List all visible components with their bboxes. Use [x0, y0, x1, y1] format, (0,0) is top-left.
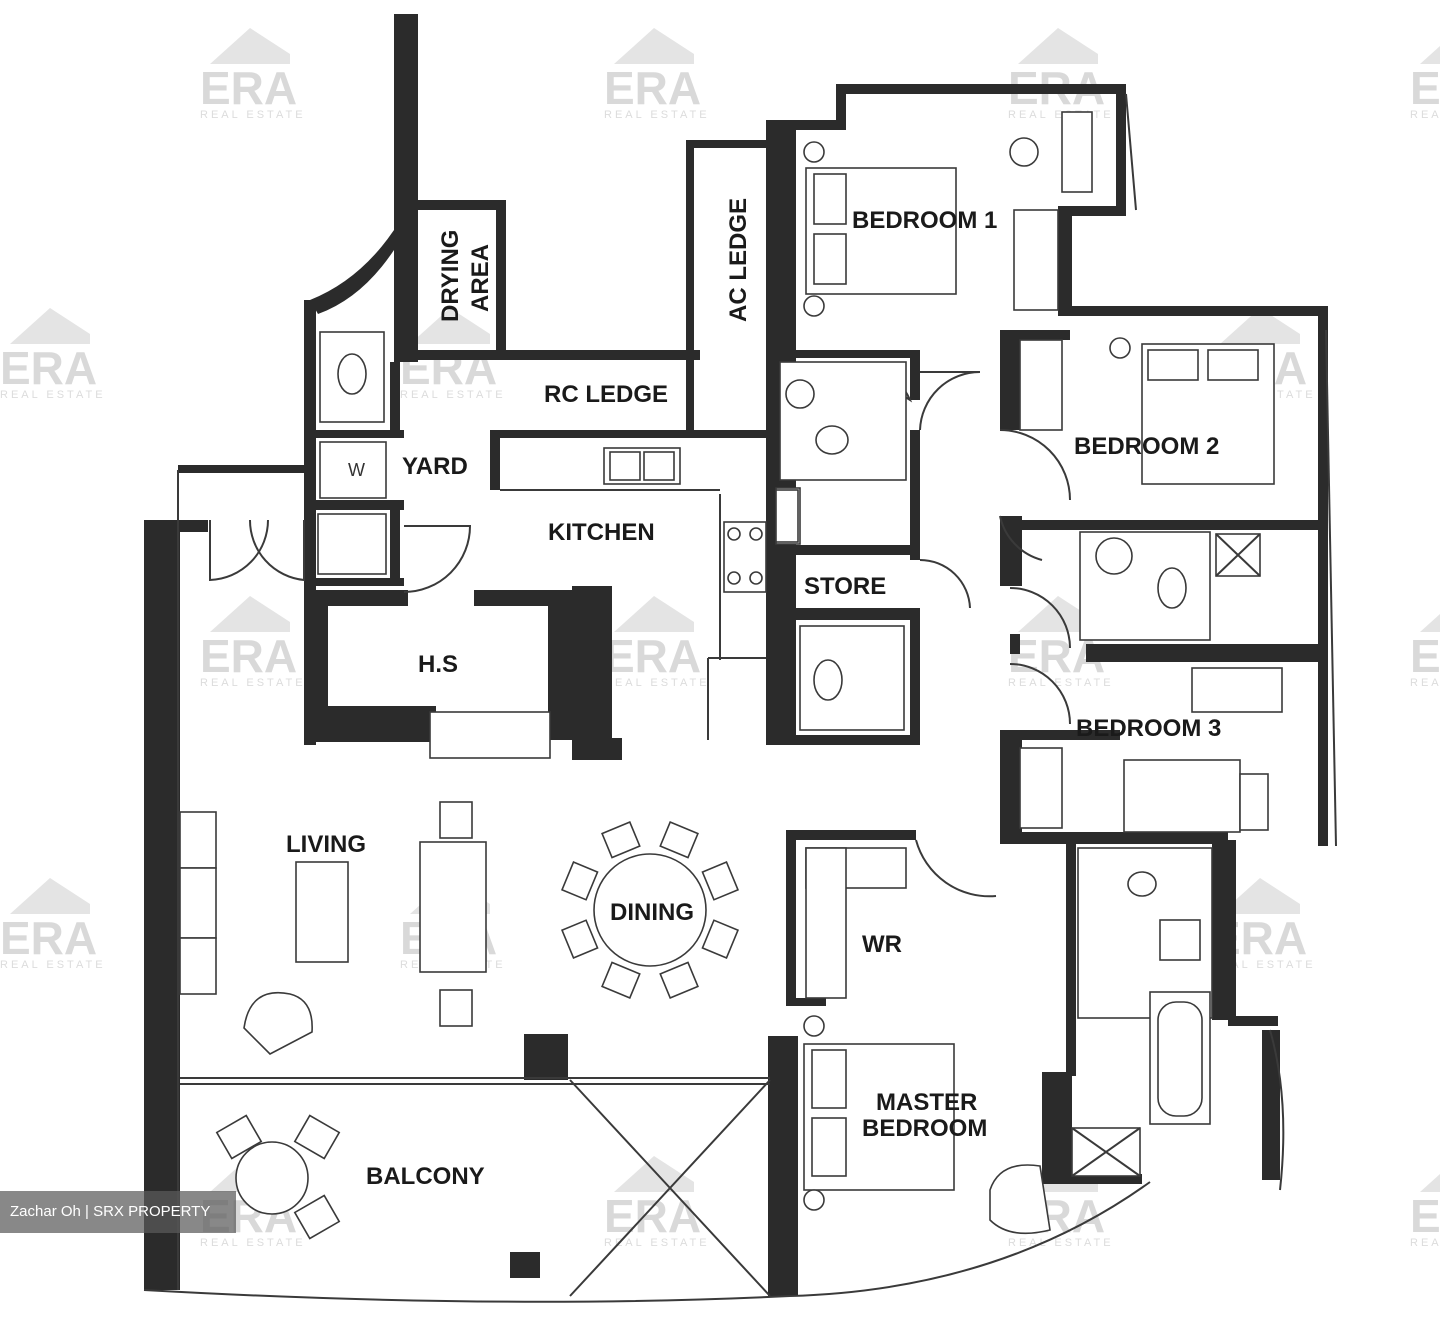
- label-master-bedroom: BEDROOM: [862, 1115, 987, 1142]
- label-hs: H.S: [418, 651, 458, 678]
- label-drying: DRYING: [437, 230, 464, 322]
- era-watermark-subtext: REAL ESTATE: [1410, 677, 1440, 689]
- era-watermark-text: ERA: [0, 342, 97, 394]
- era-watermark-subtext: REAL ESTATE: [1410, 1237, 1440, 1249]
- dining-chair: [560, 861, 599, 901]
- label-washer: W: [348, 460, 365, 480]
- dining-chair: [659, 961, 699, 1000]
- era-watermark-text: ERA: [1410, 1190, 1440, 1242]
- label-kitchen: KITCHEN: [548, 519, 655, 546]
- era-watermark-text: ERA: [604, 1190, 701, 1242]
- era-watermark-subtext: REAL ESTATE: [0, 389, 106, 401]
- era-watermark-subtext: REAL ESTATE: [1008, 109, 1114, 121]
- era-watermark-text: ERA: [604, 630, 701, 682]
- era-watermark-text: ERA: [200, 630, 297, 682]
- era-watermark-subtext: REAL ESTATE: [200, 109, 306, 121]
- label-yard: YARD: [402, 453, 468, 480]
- label-bedroom-1: BEDROOM 1: [852, 207, 997, 234]
- era-watermark-subtext: REAL ESTATE: [200, 677, 306, 689]
- label-store: STORE: [804, 573, 886, 600]
- era-watermark-subtext: REAL ESTATE: [1410, 109, 1440, 121]
- label-balcony: BALCONY: [366, 1163, 485, 1190]
- era-watermark-subtext: REAL ESTATE: [1008, 1237, 1114, 1249]
- era-watermark-subtext: REAL ESTATE: [604, 1237, 710, 1249]
- dining-chair: [701, 861, 740, 901]
- label-bedroom-2: BEDROOM 2: [1074, 433, 1219, 460]
- era-watermark-text: ERA: [1410, 62, 1440, 114]
- era-watermark-subtext: REAL ESTATE: [200, 1237, 306, 1249]
- label-drying-area: AREA: [467, 244, 494, 312]
- dining-chair: [601, 820, 641, 859]
- dining-chair: [701, 919, 740, 959]
- label-bedroom-3: BEDROOM 3: [1076, 715, 1221, 742]
- walls: [144, 14, 1328, 1296]
- label-dining: DINING: [610, 899, 694, 926]
- era-watermark-text: ERA: [1410, 630, 1440, 682]
- era-watermark-subtext: REAL ESTATE: [1008, 677, 1114, 689]
- era-watermark-subtext: REAL ESTATE: [400, 389, 506, 401]
- era-watermark-text: ERA: [0, 912, 97, 964]
- label-master: MASTER: [876, 1089, 977, 1116]
- era-watermark-subtext: REAL ESTATE: [0, 959, 106, 971]
- dining-chair: [659, 820, 699, 859]
- label-wr: WR: [862, 931, 902, 958]
- era-watermark-subtext: REAL ESTATE: [604, 677, 710, 689]
- era-watermark-text: ERA: [604, 62, 701, 114]
- photo-credit: Zachar Oh | SRX PROPERTY: [0, 1191, 236, 1233]
- era-watermark-text: ERA: [200, 62, 297, 114]
- dining-chair: [560, 919, 599, 959]
- dining-chairs: [560, 820, 740, 1000]
- room-labels: BEDROOM 1 BEDROOM 2 BEDROOM 3 DRYING ARE…: [286, 198, 1221, 1190]
- label-ac-ledge: AC LEDGE: [725, 198, 752, 322]
- label-rc-ledge: RC LEDGE: [544, 381, 668, 408]
- furniture: [179, 111, 1283, 1240]
- thin-outlines: [143, 93, 1337, 1303]
- era-watermark-subtext: REAL ESTATE: [604, 109, 710, 121]
- label-living: LIVING: [286, 831, 366, 858]
- dining-chair: [601, 961, 641, 1000]
